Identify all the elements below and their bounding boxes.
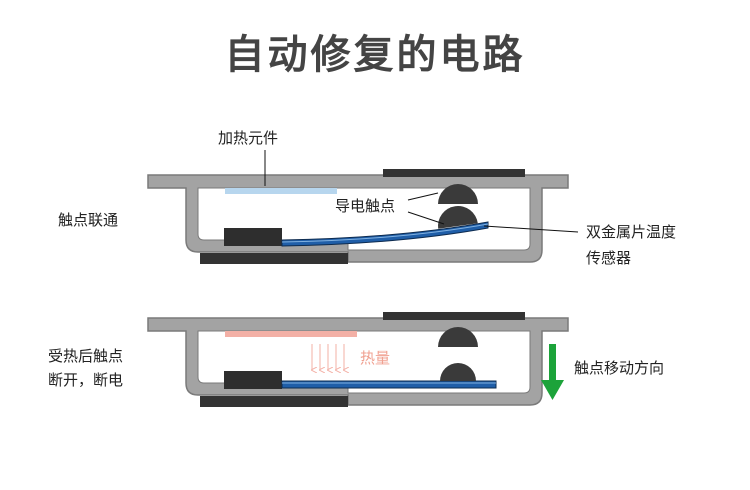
bottom-upper-contact: [438, 327, 478, 347]
direction-label: 触点移动方向: [574, 359, 665, 377]
top-upper-contact: [438, 184, 478, 204]
bottom-state-label-line1: 受热后触点: [48, 347, 124, 365]
top-terminal-block: [224, 228, 282, 246]
direction-arrow-icon: [541, 344, 564, 400]
sensor-label-line1: 双金属片温度: [586, 223, 677, 241]
bottom-bimetal-strip: [281, 380, 497, 389]
contact-label: 导电触点: [335, 197, 396, 215]
bottom-terminal-plate: [383, 312, 525, 320]
heater-label: 加热元件: [218, 129, 279, 147]
heat-arrows: [312, 344, 344, 370]
bottom-heater-element: [225, 331, 357, 337]
bottom-state-label-line2: 断开，断电: [48, 371, 124, 389]
sensor-label-line2: 传感器: [586, 249, 632, 267]
top-terminal-plate: [383, 169, 525, 177]
bottom-diagram: [147, 312, 569, 407]
top-base-plate: [200, 253, 348, 264]
bottom-base-plate: [200, 396, 348, 407]
page-title: 自动修复的电路: [224, 32, 526, 78]
top-heater-element: [225, 188, 337, 194]
top-lower-contact: [438, 206, 478, 229]
top-diagram: [147, 150, 579, 264]
heat-label: 热量: [360, 349, 391, 367]
bottom-terminal-block: [224, 371, 282, 389]
bottom-lower-contact: [440, 363, 476, 381]
top-state-label: 触点联通: [58, 211, 119, 229]
